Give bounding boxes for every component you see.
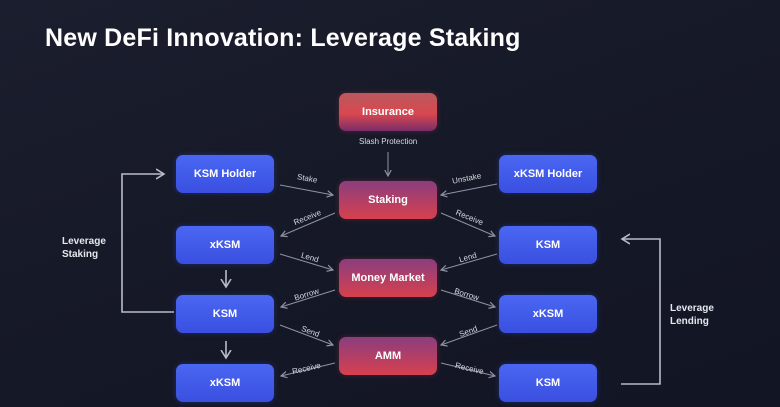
arrow-borrow-left	[281, 289, 336, 307]
arrow-receive-left-2	[281, 362, 336, 376]
leverage-lending-line-1: Leverage	[670, 303, 714, 314]
right-ksm-node-2: KSM	[499, 364, 597, 402]
leverage-lending-loop	[621, 239, 661, 385]
page-title: New DeFi Innovation: Leverage Staking	[45, 24, 521, 52]
arrow-send-left	[279, 324, 333, 345]
staking-node: Staking	[339, 181, 437, 219]
amm-node: AMM	[339, 337, 437, 375]
right-xksm-holder-node: xKSM Holder	[499, 155, 597, 193]
left-xksm-node-1: xKSM	[176, 226, 274, 264]
arrow-stake	[279, 184, 333, 195]
insurance-node: Insurance	[339, 93, 437, 131]
arrow-borrow-right	[440, 289, 495, 307]
arrow-receive-right-1	[440, 212, 495, 236]
leverage-lending-label: Leverage Lending	[670, 302, 714, 328]
right-ksm-node-1: KSM	[499, 226, 597, 264]
arrow-send-right	[441, 324, 498, 345]
leverage-lending-line-2: Lending	[670, 316, 709, 327]
money-market-node: Money Market	[339, 259, 437, 297]
right-xksm-node: xKSM	[499, 295, 597, 333]
arrow-receive-right-2	[440, 362, 495, 376]
leverage-staking-loop	[121, 174, 174, 313]
arrow-lend-left	[279, 253, 333, 270]
left-ksm-node: KSM	[176, 295, 274, 333]
arrow-lend-right	[441, 253, 498, 270]
leverage-staking-line-2: Staking	[62, 249, 99, 260]
arrow-receive-left-1	[281, 212, 336, 236]
leverage-staking-line-1: Leverage	[62, 236, 106, 247]
left-ksm-holder-node: KSM Holder	[176, 155, 274, 193]
slash-protection-label: Slash Protection	[359, 137, 418, 146]
left-xksm-node-2: xKSM	[176, 364, 274, 402]
leverage-staking-label: Leverage Staking	[62, 235, 106, 261]
arrow-unstake	[441, 183, 498, 195]
